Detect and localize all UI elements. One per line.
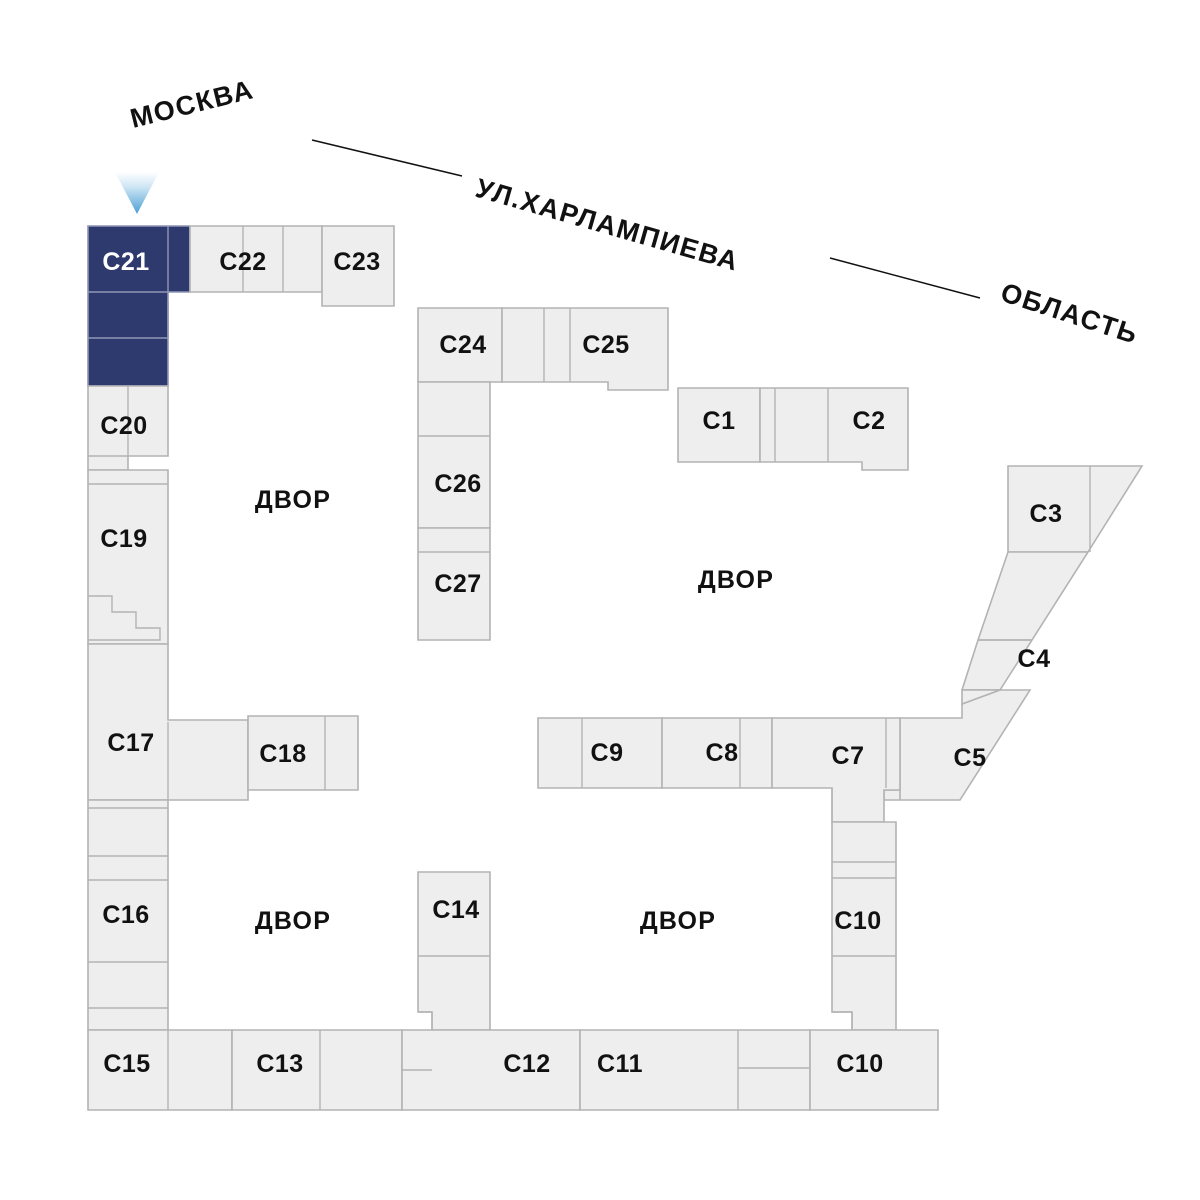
building-group-C12[interactable]: C12 <box>401 1029 581 1111</box>
building-group-C21[interactable]: C21 <box>87 225 191 387</box>
building-group-C1[interactable]: C1 <box>677 387 761 463</box>
building-C20-label: C20 <box>100 412 147 440</box>
building-C14-label: C13 <box>256 1050 303 1078</box>
building-C22-divider <box>242 226 284 292</box>
building-C27-shape[interactable] <box>417 527 491 641</box>
building-C27-label: C27 <box>434 570 481 598</box>
building-group-C10[interactable]: C10 C11 C10 <box>809 1029 939 1111</box>
building-C16-divider <box>88 807 168 1009</box>
building-C2-shape[interactable] <box>759 387 909 471</box>
building-C21-divider <box>88 226 169 339</box>
street-label-kharlampieva: УЛ.ХАРЛАМПИЕВА <box>472 173 742 277</box>
building-group-C8[interactable]: C9 <box>537 717 663 789</box>
building-group-C22[interactable]: C22 <box>189 225 323 293</box>
leader-line-moskva <box>311 139 463 177</box>
selected-building-marker-icon[interactable] <box>115 172 159 214</box>
building-group-C16[interactable]: C16 <box>87 799 169 1031</box>
building-C23-shape[interactable] <box>321 225 395 307</box>
building-C22-label: C22 <box>219 248 266 276</box>
building-group-C19[interactable]: C19 <box>87 469 169 645</box>
building-C26-shape[interactable] <box>417 381 491 529</box>
yard-label-southwest: ДВОР <box>255 907 331 935</box>
building-group-C14[interactable]: C13 <box>231 1029 403 1111</box>
building-C7-label: C8 <box>706 739 739 767</box>
building-C13-label: C14 <box>432 896 479 924</box>
yard-label-northeast: ДВОР <box>698 566 774 594</box>
building-group-C13[interactable]: C14 <box>417 871 491 1031</box>
building-group-C9[interactable]: C10 <box>831 821 897 1031</box>
building-C25-divider <box>543 308 571 382</box>
building-C19-label: C19 <box>100 525 147 553</box>
building-C5-upper-shape[interactable] <box>961 689 1001 706</box>
building-C1-label: C1 <box>703 407 736 435</box>
building-C17-label: C17 <box>107 729 154 757</box>
building-C16-label: C16 <box>102 901 149 929</box>
building-group-C25[interactable]: C25 <box>501 307 669 391</box>
building-C6-label: C7 <box>832 742 865 770</box>
building-group-C11[interactable]: C11 <box>579 1029 811 1111</box>
building-group-C18[interactable]: C18 <box>247 715 359 791</box>
building-C10-caption: C10 <box>836 1050 883 1078</box>
building-C8-label: C9 <box>591 739 624 767</box>
building-group-C15[interactable]: C15 <box>87 1029 233 1111</box>
yard-label-southeast: ДВОР <box>640 907 716 935</box>
building-C5-shape[interactable] <box>883 689 1032 801</box>
building-group-C17[interactable]: C17 <box>87 643 249 801</box>
building-C18-shape[interactable] <box>247 715 359 791</box>
building-group-C24[interactable]: C24 <box>417 307 503 383</box>
building-C6-divider <box>831 718 887 822</box>
building-group-C7[interactable]: C8 <box>661 717 773 789</box>
building-group-C23[interactable]: C23 <box>321 225 395 307</box>
building-C19-shape[interactable] <box>87 469 169 645</box>
building-C21-label: C21 <box>102 248 149 276</box>
building-group-C26[interactable]: C26 <box>417 381 491 529</box>
building-C12-label: C12 <box>503 1050 550 1078</box>
street-label-moskva: МОСКВА <box>127 74 257 134</box>
building-group-C20[interactable]: C20 <box>87 385 169 471</box>
building-C6-shape[interactable] <box>771 717 901 823</box>
building-group-C5[interactable]: C5 <box>883 689 1032 801</box>
building-C20-divider <box>88 386 129 457</box>
building-C25-label: C25 <box>582 331 629 359</box>
building-C24-label: C24 <box>439 331 486 359</box>
building-group-C3[interactable]: C3 <box>1007 465 1144 553</box>
building-C11-divider <box>737 1030 810 1110</box>
building-C15-label: C15 <box>103 1050 150 1078</box>
building-C9-divider <box>832 861 896 1030</box>
building-C13-divider <box>418 955 490 1030</box>
leader-line-oblast <box>829 257 981 299</box>
building-group-C2[interactable]: C2 <box>759 387 909 471</box>
building-group-C4[interactable]: C4 <box>960 551 1090 691</box>
building-C23-label: C23 <box>333 248 380 276</box>
building-C26-label: C26 <box>434 470 481 498</box>
building-group-C6[interactable]: C7 <box>771 717 901 823</box>
building-C19-divider <box>88 483 168 641</box>
building-C9-label: C10 <box>834 907 881 935</box>
building-C5-label: C5 <box>954 744 987 772</box>
building-C10-shape[interactable] <box>809 1029 939 1111</box>
building-C2-divider <box>774 388 829 462</box>
yard-label-northwest: ДВОР <box>255 486 331 514</box>
street-label-oblast: ОБЛАСТЬ <box>997 277 1142 350</box>
building-C4-label: C4 <box>1018 645 1051 673</box>
building-C2-label: C2 <box>853 407 886 435</box>
building-C3-shape[interactable] <box>1007 465 1144 553</box>
building-C11-label: C11 <box>597 1050 643 1078</box>
building-C18-label: C18 <box>259 740 306 768</box>
building-group-C27[interactable]: C27 <box>417 527 491 641</box>
building-C3-label: C3 <box>1030 500 1063 528</box>
